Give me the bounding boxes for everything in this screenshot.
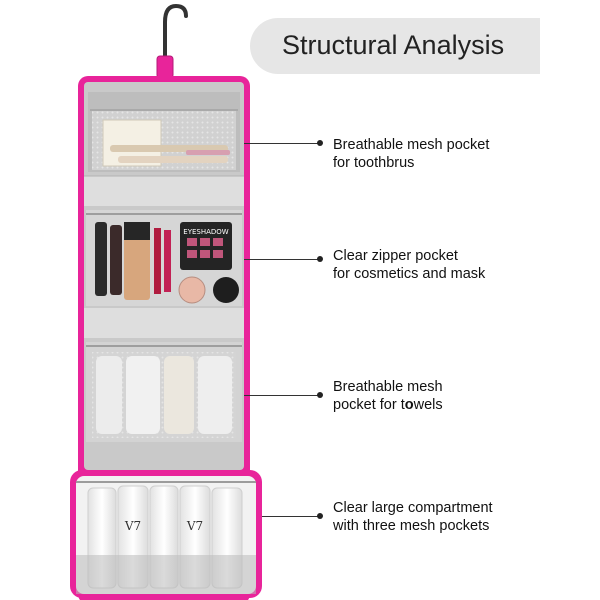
callout-label-4: Clear large compartment with three mesh … <box>333 500 493 534</box>
callout-dot-3 <box>317 392 323 398</box>
palette-label: EYESHADOW <box>183 228 229 236</box>
callout-line-4 <box>262 516 322 517</box>
callout-label-1: Breathable mesh pocket for toothbrus <box>333 137 490 171</box>
page-title: Structural Analysis <box>282 30 505 60</box>
bottle-label-1: V7 <box>124 519 141 533</box>
clear-large-compartment: V7 V7 <box>70 470 262 598</box>
callout-label-3: Breathable mesh pocket for towels <box>333 379 443 413</box>
callout-line-2 <box>244 259 322 260</box>
callout-label-2: Clear zipper pocket for cosmetics and ma… <box>333 248 486 282</box>
mesh-pocket-towels <box>86 342 242 442</box>
hanger-hook-icon <box>156 3 188 79</box>
callout-line-3 <box>244 395 322 396</box>
callout-line-1 <box>244 143 322 144</box>
callout-dot-2 <box>317 256 323 262</box>
title-banner <box>250 18 540 74</box>
callout-dot-1 <box>317 140 323 146</box>
bottle-label-2: V7 <box>186 519 203 533</box>
mesh-pocket-toothbrush <box>88 92 240 172</box>
clear-zipper-pocket-cosmetics: EYESHADOW <box>86 210 242 306</box>
callout-dot-4 <box>317 513 323 519</box>
